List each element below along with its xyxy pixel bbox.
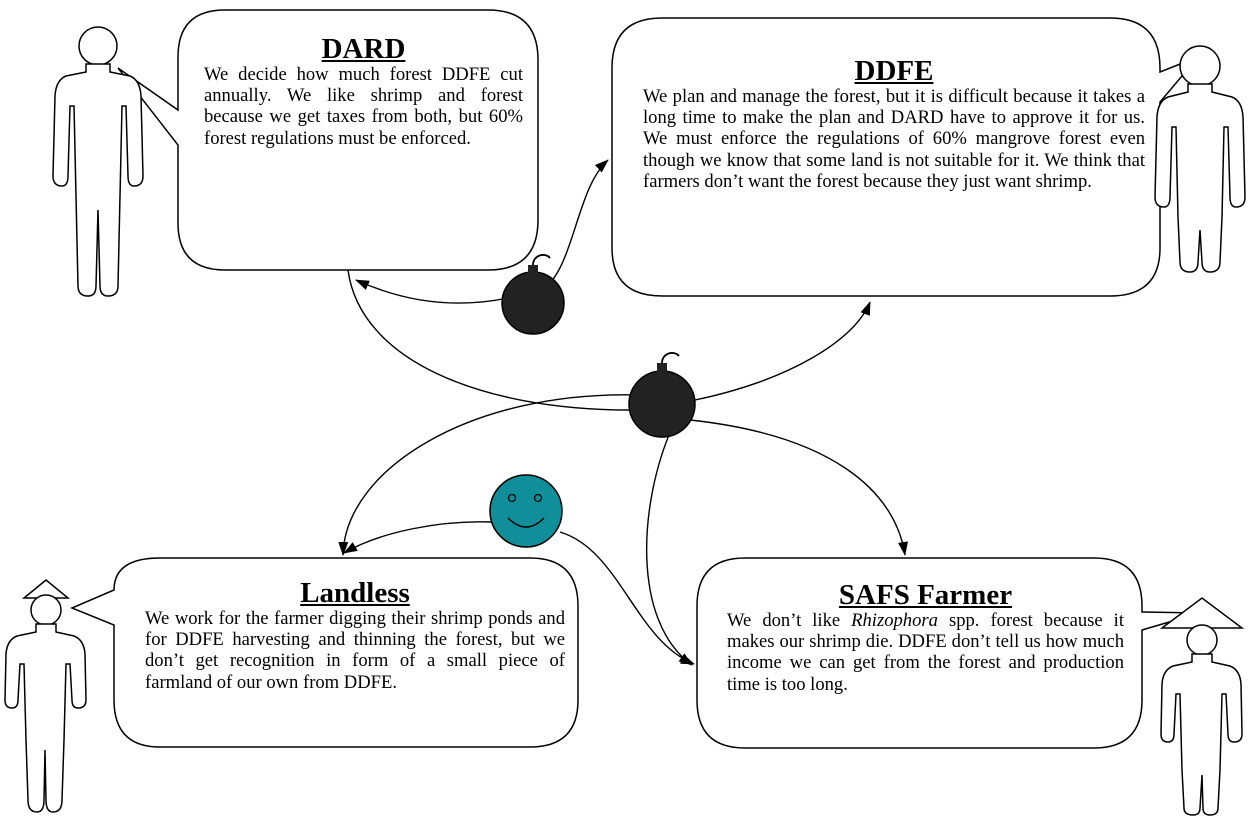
arrow-to-ddfe-top — [539, 159, 609, 293]
safs-farmer-speech-bubble — [696, 557, 1201, 749]
ddfe-official-figure — [1154, 45, 1246, 273]
safs-statement-part-2: spp. forest because it makes our shrimp … — [727, 610, 1124, 695]
arrow-to-landless — [338, 394, 641, 556]
arrow-center-to-dard — [347, 269, 631, 411]
dard-title: DARD — [321, 33, 406, 65]
arrow-center-down-to-safs — [645, 427, 693, 666]
safs-statement-part-1: We don’t like — [727, 610, 852, 631]
arrow-to-ddfe-right — [694, 301, 871, 401]
arrow-to-safs-farmer — [689, 419, 908, 556]
safs-farmer-title: SAFS Farmer — [838, 579, 1013, 611]
relation-arrows — [338, 159, 908, 666]
smiley-face-icon — [489, 474, 563, 548]
safs-farmer-statement: We don’t like Rhizophora spp. forest bec… — [727, 610, 1124, 695]
ddfe-statement: We plan and manage the forest, but it is… — [643, 86, 1145, 192]
dard-speech-bubble — [117, 9, 539, 271]
bomb-icon — [501, 254, 565, 335]
landless-worker-figure — [4, 579, 87, 813]
ddfe-speech-bubble — [611, 17, 1199, 297]
landless-title: Landless — [300, 577, 410, 609]
dard-official-figure — [52, 26, 144, 297]
safs-farmer-figure — [1159, 597, 1245, 816]
landless-speech-bubble — [70, 557, 579, 748]
bomb-icon — [628, 352, 696, 438]
landless-text-block: Landless We work for the farmer digging … — [145, 578, 565, 693]
arrow-smiley-to-landless — [343, 521, 493, 554]
dard-statement: We decide how much forest DDFE cut annua… — [204, 64, 523, 149]
ddfe-title: DDFE — [854, 55, 934, 87]
ddfe-text-block: DDFE We plan and manage the forest, but … — [643, 56, 1145, 192]
arrow-to-dard — [355, 279, 509, 304]
safs-statement-species: Rhizophora — [851, 610, 938, 631]
landless-statement: We work for the farmer digging their shr… — [145, 608, 565, 693]
safs-farmer-text-block: SAFS Farmer We don’t like Rhizophora spp… — [727, 580, 1124, 695]
arrow-smiley-to-safs — [559, 531, 695, 665]
dard-text-block: DARD We decide how much forest DDFE cut … — [204, 34, 523, 149]
